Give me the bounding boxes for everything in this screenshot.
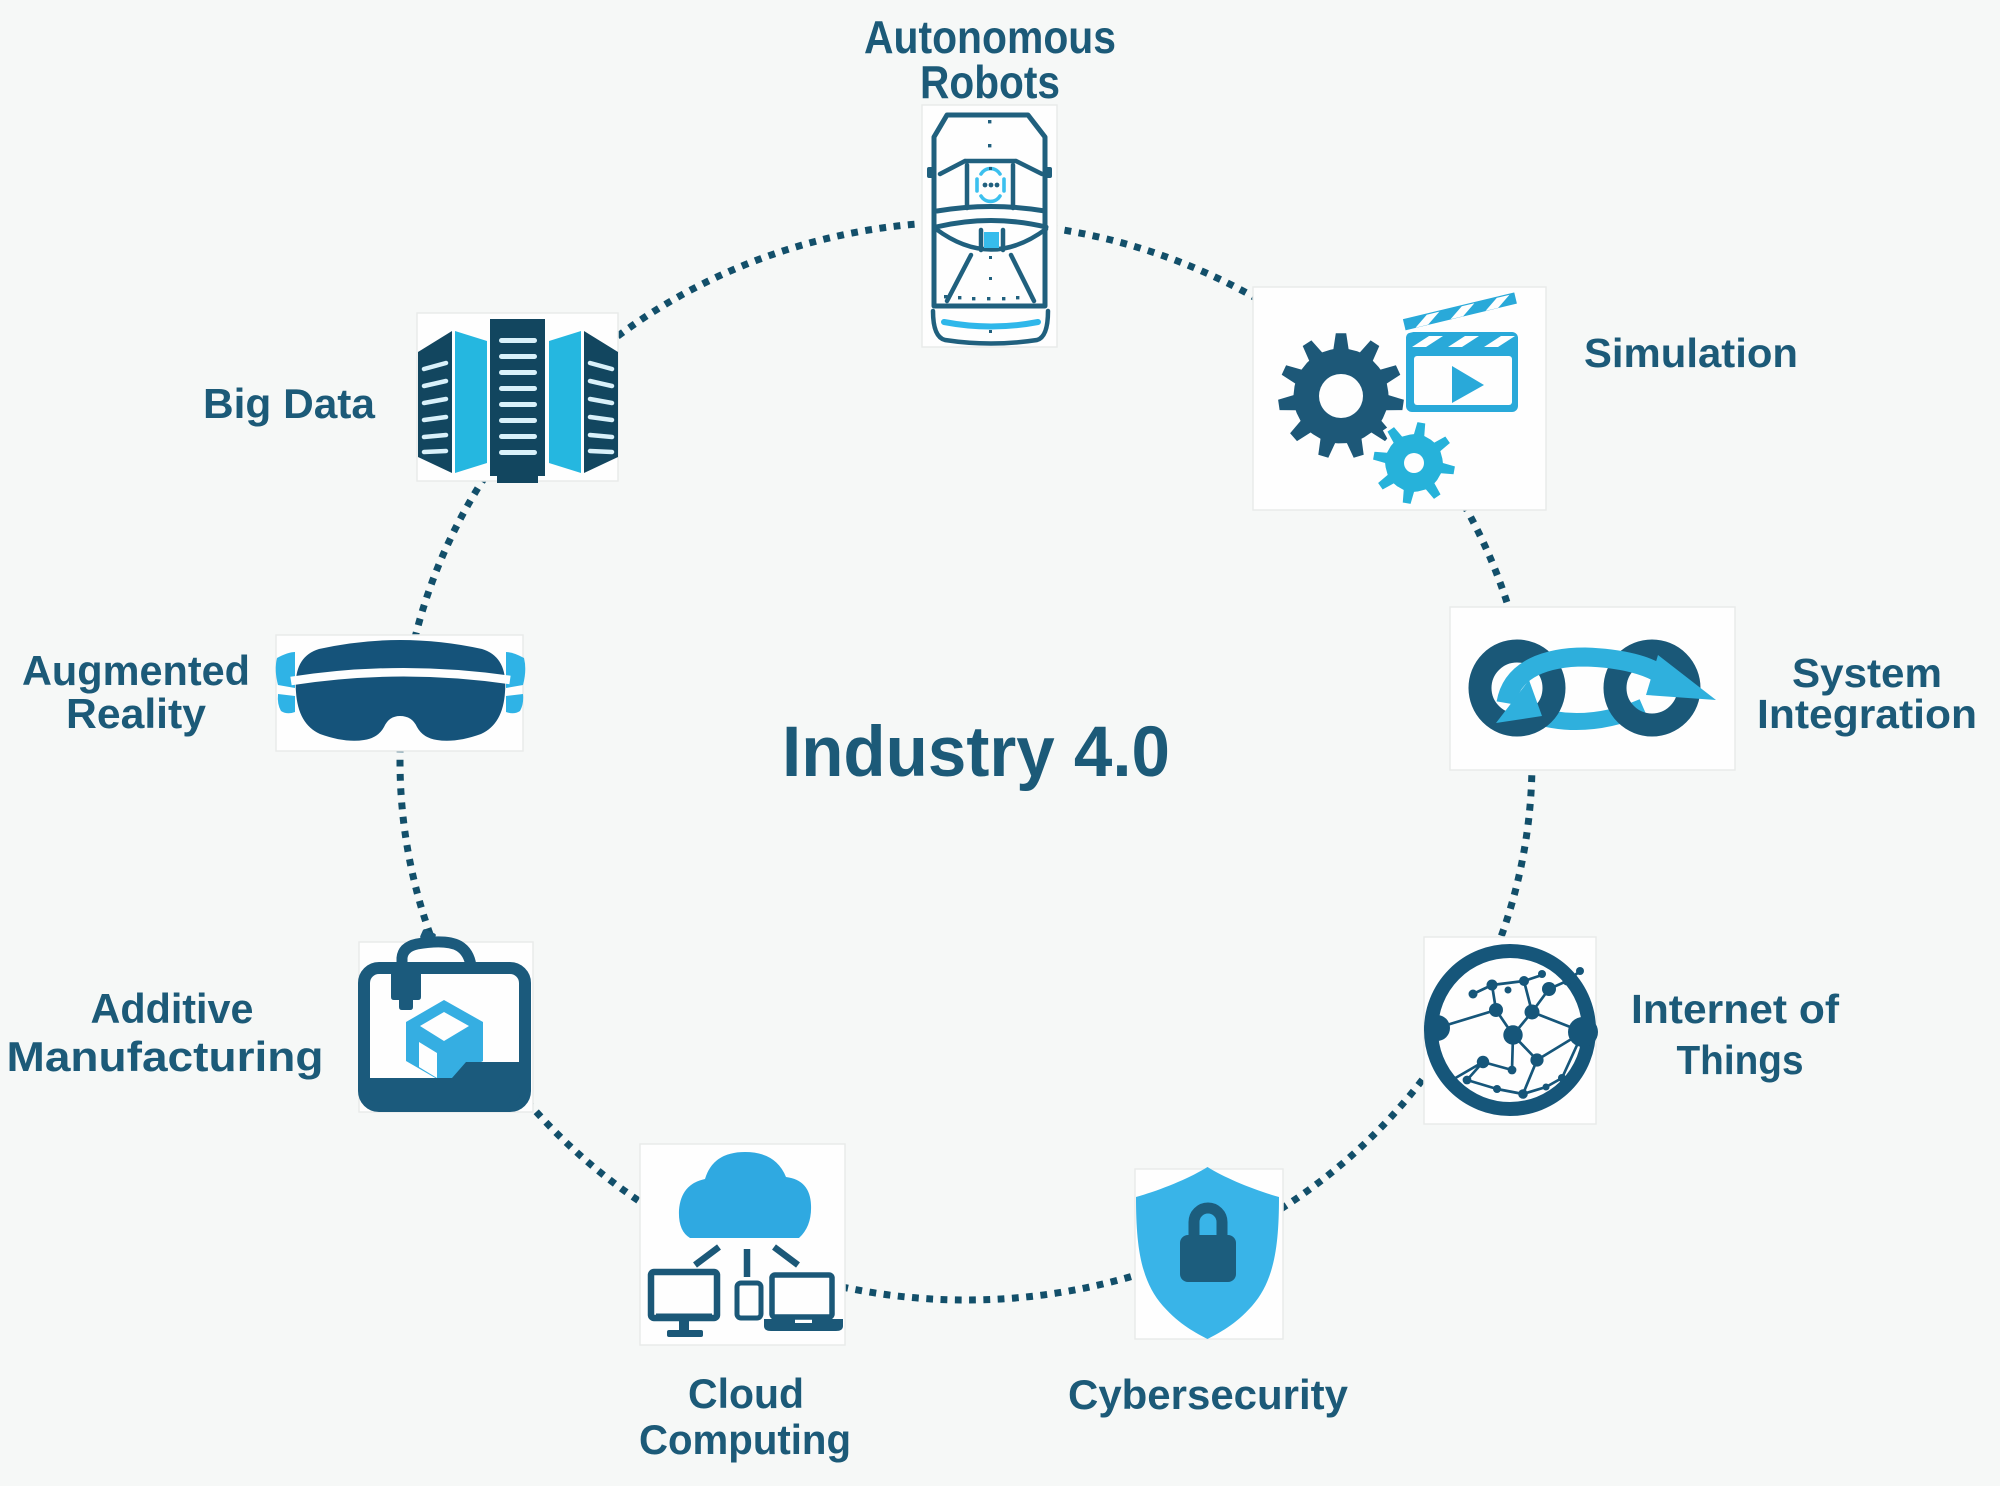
svg-text:System: System: [1792, 650, 1942, 696]
svg-text:Cloud: Cloud: [688, 1370, 804, 1417]
svg-text:Augmented: Augmented: [22, 647, 250, 694]
svg-text:Manufacturing: Manufacturing: [7, 1033, 324, 1080]
svg-text:Robots: Robots: [920, 56, 1060, 108]
svg-text:Internet of: Internet of: [1631, 986, 1839, 1032]
svg-text:Computing: Computing: [639, 1416, 851, 1463]
svg-text:Things: Things: [1677, 1037, 1804, 1083]
svg-text:Industry 4.0: Industry 4.0: [782, 713, 1170, 792]
svg-text:Big Data: Big Data: [203, 380, 376, 427]
svg-text:Cybersecurity: Cybersecurity: [1068, 1371, 1349, 1418]
svg-text:Autonomous: Autonomous: [864, 11, 1116, 63]
svg-text:Reality: Reality: [66, 690, 207, 737]
svg-text:Simulation: Simulation: [1584, 330, 1798, 376]
svg-text:Additive: Additive: [91, 985, 254, 1032]
svg-text:Integration: Integration: [1757, 691, 1977, 737]
